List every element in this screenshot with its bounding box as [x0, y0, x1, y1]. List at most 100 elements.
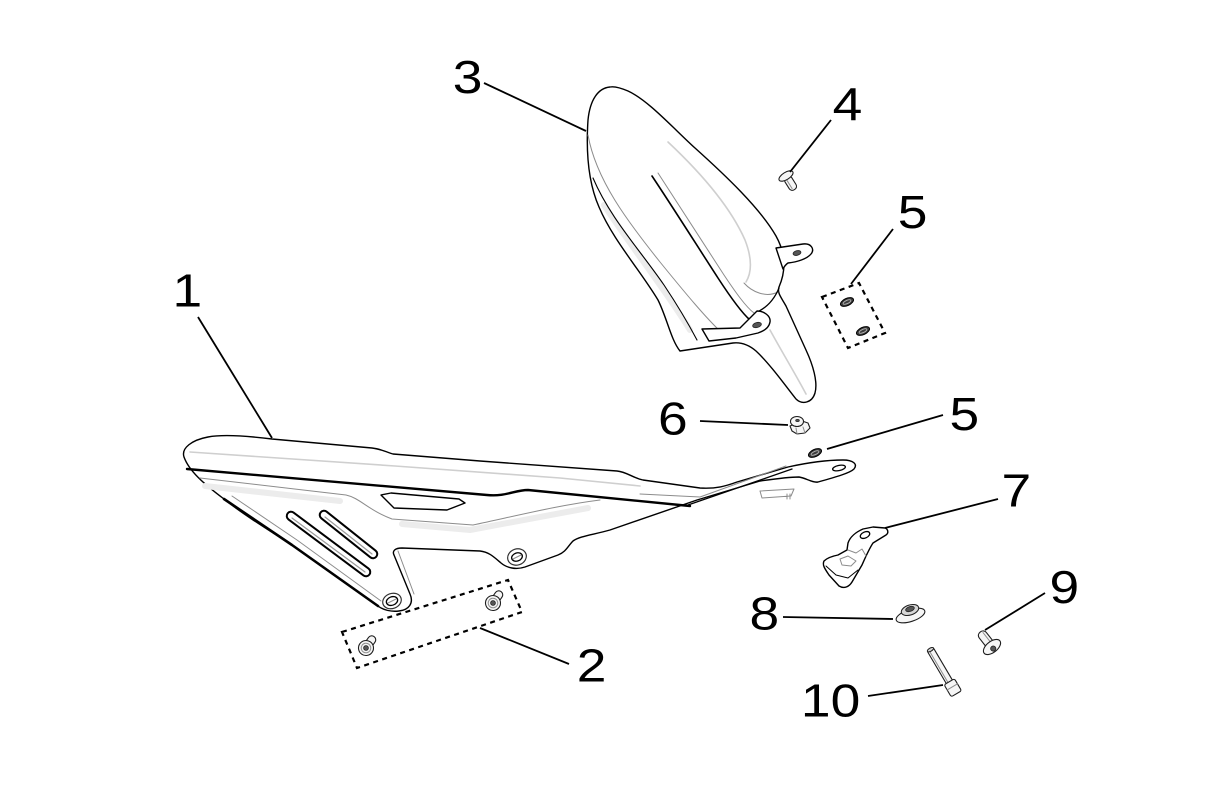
leader-line	[850, 228, 894, 285]
leader-line	[479, 627, 570, 665]
bracket-cutout	[839, 555, 857, 567]
leader-line	[984, 592, 1046, 631]
nut-hex-facets	[795, 426, 806, 435]
leader-line	[867, 684, 944, 697]
callout-1: 1	[173, 265, 273, 439]
chain-guard-fin-line	[199, 477, 601, 526]
chain-guard-slot	[285, 510, 372, 578]
callout-label: 1	[173, 265, 203, 317]
callout-5-washer: 5	[826, 388, 979, 450]
fender-rim-line	[587, 134, 723, 334]
part-6-cap-nut	[789, 415, 811, 435]
part-5-washer	[807, 448, 823, 458]
hole-bore-edge	[512, 554, 522, 560]
part-3-rear-fender	[586, 86, 817, 404]
tab-hole	[752, 321, 762, 329]
fender-bulge-line	[743, 282, 779, 295]
shank-highlight	[929, 651, 949, 684]
fender-outline	[586, 86, 817, 404]
hex-socket-icon	[990, 645, 997, 652]
chain-guard-shading	[399, 505, 591, 533]
end-tab-hole	[831, 464, 847, 472]
fender-shading	[601, 202, 693, 333]
slot-groove	[324, 516, 373, 555]
bolt-head	[944, 678, 962, 697]
part-5-washer-set	[820, 281, 887, 350]
leader-line	[782, 616, 894, 620]
washer	[855, 326, 871, 336]
bolt-tip	[926, 646, 935, 653]
screw-head-rim	[360, 642, 372, 654]
socket-screw	[357, 635, 377, 657]
callout-label: 4	[833, 78, 863, 130]
slot-groove	[291, 517, 366, 573]
washer-ring	[842, 299, 852, 305]
hole-bore-edge	[387, 598, 397, 604]
nut-bore	[905, 605, 915, 613]
fender-tail-line	[769, 329, 807, 395]
callout-3: 3	[453, 51, 587, 132]
callout-6: 6	[658, 393, 789, 445]
fender-groove-inner	[657, 172, 755, 314]
slot-recess	[320, 511, 377, 558]
fender-upper-mount-tab	[775, 243, 814, 270]
leader-line	[483, 82, 587, 132]
chain-guard-stripe	[185, 467, 692, 508]
mounting-hole	[382, 592, 402, 610]
tab-outline	[701, 310, 771, 342]
bracket-flange-line	[825, 565, 859, 579]
socket-screw	[484, 590, 504, 612]
chain-guard-arm-edge	[687, 468, 793, 506]
callout-label: 9	[1050, 561, 1080, 613]
callout-label: 2	[577, 640, 607, 692]
chain-guard-lower-tab	[759, 488, 795, 500]
leader-line	[884, 498, 999, 529]
callout-9: 9	[984, 561, 1080, 631]
washer	[839, 297, 855, 307]
leader-line	[826, 414, 944, 450]
fender-rim-edge	[592, 177, 698, 341]
callout-5-washer-pair: 5	[850, 186, 928, 285]
bolt-head-facet	[946, 683, 959, 691]
callout-label: 5	[898, 186, 928, 238]
part-2-screw-set	[340, 578, 524, 670]
callout-label: 8	[750, 588, 780, 640]
mounting-hole	[507, 548, 527, 566]
part-7-bracket	[822, 526, 889, 589]
shank-highlight	[982, 631, 992, 644]
tab-outline	[775, 243, 814, 270]
washer-body	[855, 326, 871, 336]
part-1-chain-guard	[182, 434, 857, 612]
chain-guard-highlight	[189, 451, 641, 487]
shank-highlight	[786, 179, 793, 190]
bracket-outline	[822, 526, 889, 589]
callout-4: 4	[789, 78, 863, 173]
leader-line	[789, 119, 832, 173]
dashed-group-box	[340, 578, 524, 670]
part-4-screw	[778, 170, 798, 191]
slot-recess	[287, 512, 370, 576]
callout-7: 7	[884, 465, 1032, 529]
hex-socket-icon	[490, 600, 496, 606]
part-9-button-head-screw	[977, 630, 1002, 656]
fender-groove	[651, 175, 751, 321]
chain-guard-slot	[318, 509, 379, 560]
callout-2: 2	[479, 627, 607, 692]
chain-guard-edge-shading	[222, 497, 380, 608]
nut-dome-highlight	[795, 418, 800, 422]
chain-guard-shading	[202, 483, 343, 504]
leader-line	[197, 316, 273, 439]
callout-label: 10	[801, 675, 860, 727]
fender-highlight	[667, 141, 752, 283]
washer-ring	[810, 450, 820, 456]
callout-label: 6	[658, 393, 688, 445]
fender-lower-mount-tab	[701, 310, 771, 342]
callout-8: 8	[750, 588, 894, 640]
bracket-fold-line	[847, 548, 867, 557]
callout-label: 7	[1002, 465, 1032, 517]
chain-guard-arm-line	[639, 465, 787, 498]
washer-body	[839, 297, 855, 307]
screw-head	[778, 170, 794, 182]
bracket-hole	[859, 530, 871, 540]
chain-guard-bracket-fold	[397, 550, 415, 595]
